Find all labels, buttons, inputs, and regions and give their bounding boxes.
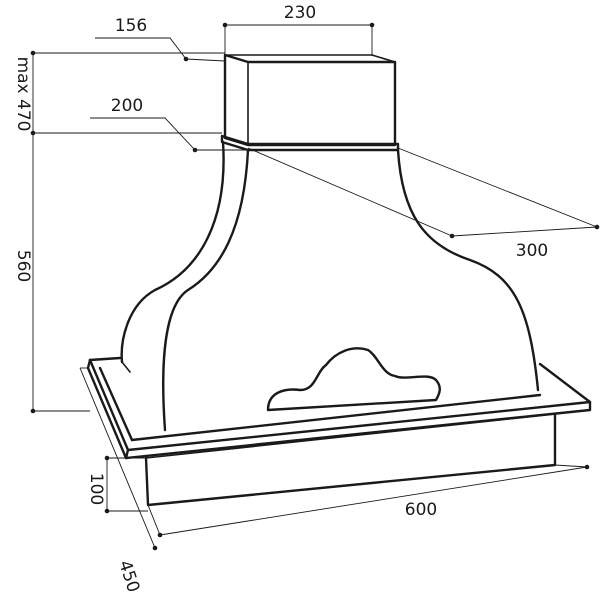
label-600: 600 bbox=[405, 500, 437, 520]
chimney bbox=[225, 55, 395, 145]
label-max-470: max 470 bbox=[13, 57, 33, 132]
label-560: 560 bbox=[13, 250, 33, 282]
label-300: 300 bbox=[516, 241, 548, 261]
dim-hood-height: 560 bbox=[13, 133, 90, 413]
decorative-arch bbox=[268, 348, 440, 410]
dim-hood-top: 300 bbox=[248, 148, 599, 261]
label-450: 450 bbox=[114, 558, 143, 595]
dim-collar-depth: 200 bbox=[90, 96, 245, 152]
dim-chimney-width: 230 bbox=[223, 3, 375, 55]
label-100: 100 bbox=[86, 473, 106, 505]
label-200: 200 bbox=[111, 96, 143, 116]
dim-chimney-depth: 156 bbox=[95, 16, 225, 61]
hood-body bbox=[122, 142, 538, 430]
label-156: 156 bbox=[115, 16, 147, 36]
dimension-lines: 230 156 200 300 bbox=[13, 3, 599, 595]
range-hood bbox=[88, 55, 590, 505]
dim-chimney-height: max 470 bbox=[13, 51, 225, 136]
label-230: 230 bbox=[284, 3, 316, 23]
dim-base-width: 600 bbox=[148, 465, 589, 538]
dim-base-height: 100 bbox=[86, 456, 148, 514]
